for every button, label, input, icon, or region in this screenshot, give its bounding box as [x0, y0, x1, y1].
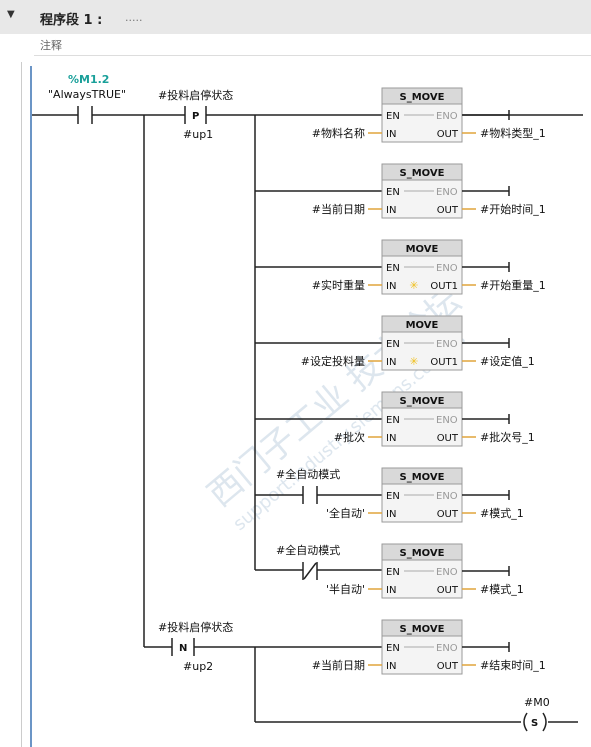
- out-operand[interactable]: #开始时间_1: [480, 202, 546, 216]
- always-true-address: %M1.2: [68, 73, 109, 86]
- en-pin-label: EN: [386, 643, 400, 654]
- in-operand[interactable]: #当前日期: [312, 658, 365, 672]
- in-pin-label: IN: [386, 661, 396, 672]
- en-pin-label: EN: [386, 263, 400, 274]
- eno-pin-label: ENO: [436, 415, 458, 426]
- out-pin-label: OUT: [437, 661, 459, 672]
- n-edge-type: N: [179, 643, 187, 654]
- out-pin-label: OUT: [437, 129, 459, 140]
- p-edge-tag: #投料启停状态: [158, 88, 233, 102]
- in-pin-label: IN: [386, 585, 396, 596]
- network-comment[interactable]: 注释: [40, 39, 62, 52]
- contact-always-true[interactable]: [77, 106, 93, 124]
- collapse-icon[interactable]: ▼: [7, 9, 15, 20]
- network-header[interactable]: ▼ 程序段 1 : .....: [0, 0, 591, 34]
- instruction-header: [381, 391, 463, 409]
- in-pin-label: IN: [386, 129, 396, 140]
- auto-no-tag: #全自动模式: [276, 467, 340, 481]
- out-pin-label: OUT1: [430, 281, 458, 292]
- auto-mode-no-contact[interactable]: [302, 486, 318, 504]
- en-pin-label: EN: [386, 339, 400, 350]
- instruction-header: [381, 239, 463, 257]
- in-pin-label: IN: [386, 433, 396, 444]
- en-pin-label: EN: [386, 111, 400, 122]
- comment-divider: [34, 55, 591, 56]
- instruction-header: [381, 87, 463, 105]
- eno-pin-label: ENO: [436, 567, 458, 578]
- out-pin-label: OUT: [437, 585, 459, 596]
- eno-pin-label: ENO: [436, 187, 458, 198]
- in-operand[interactable]: '半自动': [326, 582, 365, 596]
- ladder-editor[interactable]: [21, 62, 591, 747]
- out-pin-label: OUT: [437, 509, 459, 520]
- instruction-header: [381, 619, 463, 637]
- instruction-name: S_MOVE: [400, 624, 445, 635]
- in-pin-label: IN: [386, 509, 396, 520]
- instruction-header: [381, 467, 463, 485]
- always-true-name: "AlwaysTRUE": [48, 88, 126, 101]
- in-operand[interactable]: #当前日期: [312, 202, 365, 216]
- expand-pin-icon[interactable]: ✳: [409, 279, 418, 292]
- p-edge-memory: #up1: [183, 128, 213, 141]
- instruction-name: MOVE: [406, 244, 439, 255]
- network-title: 程序段 1 :: [40, 13, 103, 28]
- instruction-name: S_MOVE: [400, 548, 445, 559]
- out-operand[interactable]: #结束时间_1: [480, 659, 546, 672]
- instruction-name: S_MOVE: [400, 92, 445, 103]
- instruction-name: MOVE: [406, 320, 439, 331]
- en-pin-label: EN: [386, 491, 400, 502]
- n-edge-memory: #up2: [183, 660, 213, 673]
- instruction-name: S_MOVE: [400, 168, 445, 179]
- out-pin-label: OUT: [437, 433, 459, 444]
- in-operand[interactable]: #设定投料量: [301, 354, 365, 368]
- auto-mode-nc-contact[interactable]: [302, 562, 318, 580]
- out-operand[interactable]: #模式_1: [480, 507, 524, 520]
- en-pin-label: EN: [386, 415, 400, 426]
- eno-pin-label: ENO: [436, 111, 458, 122]
- n-edge-tag: #投料启停状态: [158, 620, 233, 634]
- in-pin-label: IN: [386, 205, 396, 216]
- instruction-name: S_MOVE: [400, 396, 445, 407]
- out-operand[interactable]: #设定值_1: [480, 354, 535, 368]
- set-coil-tag: #M0: [524, 696, 550, 709]
- in-operand[interactable]: #实时重量: [312, 278, 365, 292]
- eno-pin-label: ENO: [436, 263, 458, 274]
- instruction-header: [381, 315, 463, 333]
- out-pin-label: OUT: [437, 205, 459, 216]
- in-operand[interactable]: '全自动': [326, 506, 365, 520]
- en-pin-label: EN: [386, 567, 400, 578]
- instruction-name: S_MOVE: [400, 472, 445, 483]
- out-operand[interactable]: #批次号_1: [480, 430, 535, 444]
- instruction-header: [381, 543, 463, 561]
- set-coil[interactable]: [523, 712, 547, 732]
- in-pin-label: IN: [386, 281, 396, 292]
- set-coil-type: S: [531, 718, 538, 729]
- expand-pin-icon[interactable]: ✳: [409, 355, 418, 368]
- out-operand[interactable]: #物料类型_1: [480, 126, 546, 140]
- in-pin-label: IN: [386, 357, 396, 368]
- in-operand[interactable]: #批次: [334, 430, 365, 444]
- eno-pin-label: ENO: [436, 339, 458, 350]
- instruction-header: [381, 163, 463, 181]
- auto-nc-tag: #全自动模式: [276, 543, 340, 557]
- out-operand[interactable]: #开始重量_1: [480, 278, 546, 292]
- eno-pin-label: ENO: [436, 491, 458, 502]
- en-pin-label: EN: [386, 187, 400, 198]
- network-title-placeholder[interactable]: .....: [125, 11, 143, 24]
- out-pin-label: OUT1: [430, 357, 458, 368]
- power-rail: [30, 66, 32, 747]
- eno-pin-label: ENO: [436, 643, 458, 654]
- p-edge-type: P: [192, 111, 199, 122]
- in-operand[interactable]: #物料名称: [312, 126, 365, 140]
- out-operand[interactable]: #模式_1: [480, 583, 524, 596]
